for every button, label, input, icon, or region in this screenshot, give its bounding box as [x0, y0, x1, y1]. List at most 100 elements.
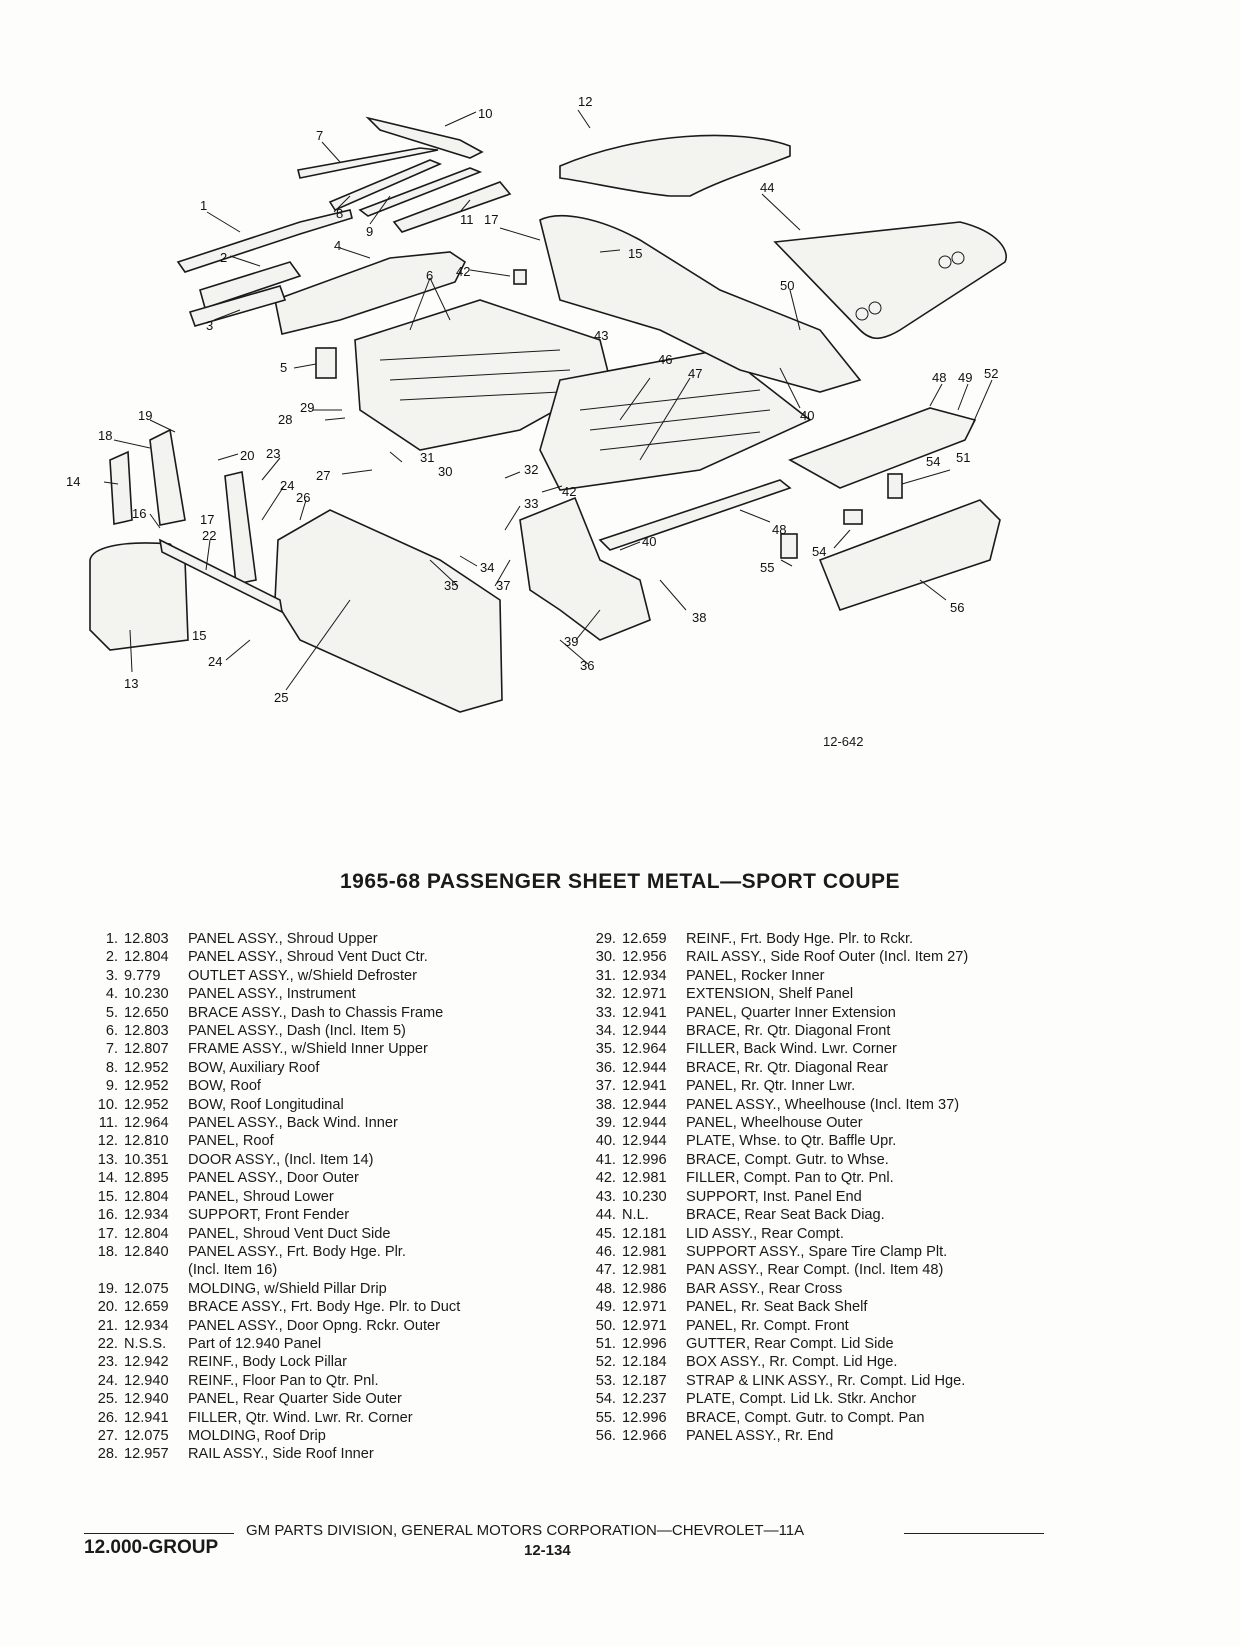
part-desc: PANEL ASSY., Shroud Upper [188, 931, 378, 947]
callout-label: 51 [956, 450, 970, 465]
part-code: 12.957 [124, 1446, 169, 1463]
rear-cross-bar [598, 479, 792, 551]
part-desc: PANEL ASSY., Instrument [188, 986, 356, 1003]
part-num: 10. [97, 1096, 118, 1113]
callout-label: 26 [296, 490, 310, 505]
part-code: 12.804 [124, 1188, 169, 1205]
part-desc: SUPPORT, Inst. Panel End [686, 1188, 862, 1205]
part-code: 12.237 [622, 1391, 667, 1408]
part-code: 12.956 [622, 949, 667, 966]
part-num: 37. [595, 1078, 616, 1095]
part-code: 12.934 [124, 1317, 169, 1334]
part-code: 12.940 [124, 1372, 169, 1389]
part-desc: PANEL ASSY., Wheelhouse (Incl. Item 37) [686, 1096, 960, 1113]
part-num: 29. [595, 931, 616, 947]
rocker-panel [158, 538, 284, 614]
callout-label: 25 [274, 690, 288, 705]
part-code: 12.187 [622, 1372, 667, 1389]
callout-label: 14 [66, 474, 80, 489]
callout-label: 4 [334, 238, 341, 253]
part-num: 36. [595, 1059, 616, 1076]
rear-seat-back-shelf [788, 407, 977, 489]
part-num: 25. [97, 1391, 118, 1408]
page-title: 1965-68 PASSENGER SHEET METAL—SPORT COUP… [339, 870, 900, 893]
callout-label: 8 [336, 206, 343, 221]
part-row: (Incl. Item 16) [84, 1261, 554, 1279]
part-desc: PANEL ASSY., Dash (Incl. Item 5) [188, 1023, 406, 1040]
part-num: 51. [595, 1335, 616, 1352]
part-desc: PANEL ASSY., Door Outer [188, 1170, 359, 1187]
figure-code: 12-642 [823, 734, 864, 749]
part-num: 27. [97, 1427, 118, 1444]
callout-label: 15 [192, 628, 206, 643]
part-desc: BOW, Roof [188, 1078, 261, 1095]
part-desc: PANEL, Shroud Lower [188, 1188, 334, 1205]
part-code: 12.981 [622, 1243, 667, 1260]
rear-end-panel [818, 499, 1001, 611]
compt-gutter-brace [780, 533, 798, 559]
part-desc: BOW, Roof Longitudinal [188, 1096, 344, 1113]
footer-rule [904, 1533, 1044, 1534]
part-desc: BRACE, Rr. Qtr. Diagonal Rear [686, 1059, 888, 1076]
callout-label: 37 [496, 578, 510, 593]
part-code: 12.996 [622, 1151, 667, 1168]
callout-label: 23 [266, 446, 280, 461]
part-desc: REINF., Floor Pan to Qtr. Pnl. [188, 1372, 379, 1389]
roof-longitudinal-bow [365, 116, 484, 159]
callout-label: 54 [812, 544, 826, 559]
part-desc: PANEL, Shroud Vent Duct Side [188, 1225, 391, 1242]
part-code: 12.941 [124, 1409, 169, 1426]
part-code: 12.964 [622, 1041, 667, 1058]
part-code: 10.230 [124, 986, 169, 1003]
part-num: 43. [595, 1188, 616, 1205]
part-desc: PANEL ASSY., Frt. Body Hge. Plr. [188, 1243, 406, 1260]
footer-group: 12.000-GROUP [84, 1537, 219, 1558]
part-num: 34. [595, 1023, 616, 1040]
part-desc: BAR ASSY., Rear Cross [686, 1280, 843, 1297]
part-code: 12.804 [124, 1225, 169, 1242]
hinge-pillar [149, 428, 186, 526]
part-desc: PLATE, Whse. to Qtr. Baffle Upr. [686, 1133, 897, 1150]
callout-label: 42 [456, 264, 470, 279]
part-desc: BRACE, Compt. Gutr. to Compt. Pan [686, 1409, 925, 1426]
part-num: 42. [595, 1170, 616, 1187]
part-code: 12.810 [124, 1133, 169, 1150]
part-desc: PANEL ASSY., Shroud Vent Duct Ctr. [188, 949, 428, 966]
part-num: 41. [595, 1151, 616, 1168]
part-code: 12.803 [124, 931, 169, 947]
part-desc: EXTENSION, Shelf Panel [686, 986, 854, 1003]
callout-label: 35 [444, 578, 458, 593]
callout-label: 3 [206, 318, 213, 333]
callout-label: 52 [984, 366, 998, 381]
part-num: 23. [97, 1354, 118, 1371]
part-desc: PANEL, Rocker Inner [686, 967, 825, 984]
part-code: 12.986 [622, 1280, 667, 1297]
callout-label: 47 [688, 366, 702, 381]
part-desc: STRAP & LINK ASSY., Rr. Compt. Lid Hge. [686, 1372, 966, 1389]
part-code: 12.075 [124, 1427, 169, 1444]
part-num: 15. [97, 1188, 118, 1205]
part-code: 12.944 [622, 1096, 667, 1113]
part-code: 12.075 [124, 1280, 169, 1297]
part-num: 44. [595, 1207, 616, 1224]
defroster-outlet [188, 285, 287, 327]
part-num: 48. [595, 1280, 616, 1297]
